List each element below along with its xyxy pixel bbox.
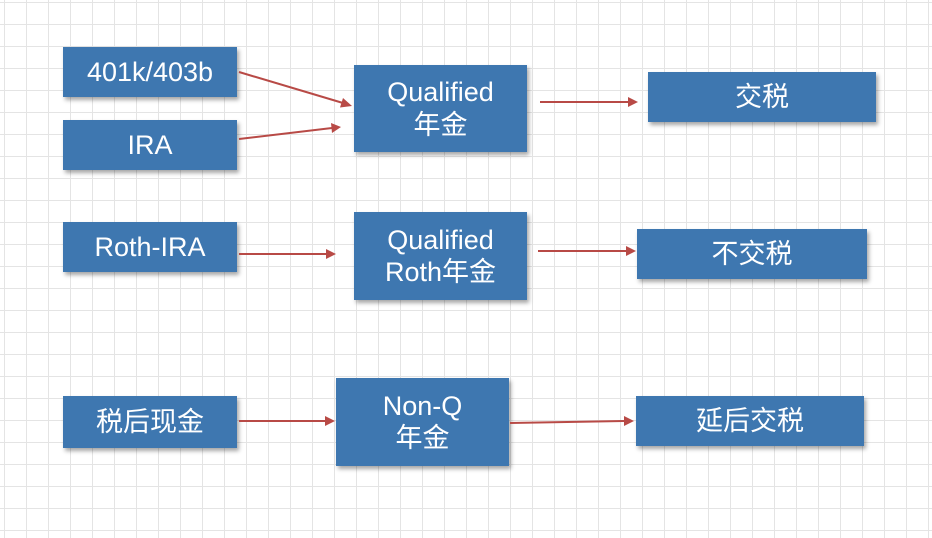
source-box-401k: 401k/403b [63, 47, 237, 97]
middle-label-non-q-line2: 年金 [395, 423, 450, 453]
result-label-tax-free: 不交税 [711, 238, 793, 269]
arrow-after-tax-cash-to-non-q [239, 416, 335, 426]
result-box-tax-free: 不交税 [637, 229, 867, 279]
arrow-401k-to-qualified [238, 71, 352, 108]
source-label-ira: IRA [127, 129, 173, 160]
arrow-qualified-roth-to-tax-free [538, 246, 636, 256]
result-label-taxed: 交税 [735, 81, 789, 112]
middle-box-qualified: Qualified 年金 [354, 65, 527, 152]
source-box-ira: IRA [63, 120, 237, 170]
source-label-roth-ira: Roth-IRA [94, 231, 206, 262]
middle-label-non-q-line1: Non-Q [382, 390, 463, 421]
middle-box-qualified-roth: Qualified Roth年金 [354, 212, 527, 300]
arrow-ira-to-qualified [238, 123, 341, 140]
arrow-non-q-to-tax-deferred [509, 416, 634, 426]
middle-label-qualified-line1: Qualified [387, 77, 494, 108]
result-label-tax-deferred: 延后交税 [696, 405, 804, 436]
middle-label-qualified-roth-line1: Qualified [387, 224, 494, 255]
result-box-tax-deferred: 延后交税 [636, 396, 864, 446]
middle-label-qualified-roth-line2: Roth年金 [384, 257, 497, 287]
source-box-after-tax-cash: 税后现金 [63, 396, 237, 448]
arrow-qualified-to-taxed [540, 97, 638, 107]
source-label-after-tax-cash: 税后现金 [96, 406, 204, 437]
arrow-roth-ira-to-qualified-roth [239, 249, 336, 259]
source-label-401k: 401k/403b [86, 56, 214, 87]
source-box-roth-ira: Roth-IRA [63, 222, 237, 272]
result-box-taxed: 交税 [648, 72, 876, 122]
middle-label-qualified-line2: 年金 [413, 109, 468, 140]
middle-box-non-q: Non-Q 年金 [336, 378, 509, 466]
